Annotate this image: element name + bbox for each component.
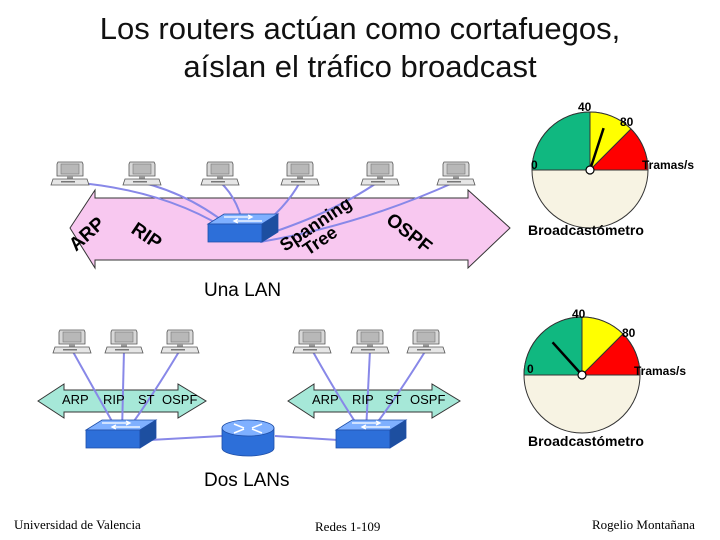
pc-top-2[interactable] bbox=[122, 161, 162, 186]
gauge-bottom-needle bbox=[551, 341, 583, 376]
page-title-line1: Los routers actúan como cortafuegos, bbox=[99, 11, 621, 46]
gauge-bottom-name: Broadcastómetro bbox=[528, 433, 644, 449]
bar-right-st: ST bbox=[385, 392, 402, 407]
gauge-top-label-40: 40 bbox=[578, 100, 592, 114]
gauge-top-label-80: 80 bbox=[620, 115, 634, 129]
pc-top-1[interactable] bbox=[50, 161, 90, 186]
pc-bottom-2[interactable] bbox=[104, 329, 144, 354]
pc-bottom-3[interactable] bbox=[160, 329, 200, 354]
footer-left: Universidad de Valencia bbox=[14, 517, 141, 532]
gauge-bottom-label-0: 0 bbox=[527, 362, 534, 376]
bar-right-ospf: OSPF bbox=[410, 392, 446, 407]
caption-dos-lans: Dos LANs bbox=[204, 470, 290, 491]
gauge-bottom-label-40: 40 bbox=[572, 307, 586, 321]
gauge-top-name: Broadcastómetro bbox=[528, 222, 644, 238]
bar-left-arp: ARP bbox=[62, 392, 89, 407]
pc-top-3[interactable] bbox=[200, 161, 240, 186]
page-title-line2: aíslan el tráfico broadcast bbox=[183, 49, 537, 84]
bar-left-st: ST bbox=[138, 392, 155, 407]
router[interactable] bbox=[221, 419, 275, 457]
caption-una-lan: Una LAN bbox=[204, 280, 282, 301]
pc-bottom-1[interactable] bbox=[52, 329, 92, 354]
bar-left-ospf: OSPF bbox=[162, 392, 198, 407]
bar-right-rip: RIP bbox=[352, 392, 374, 407]
bar-right-arp: ARP bbox=[312, 392, 339, 407]
gauge-top bbox=[531, 111, 649, 229]
switch-bottom-left[interactable] bbox=[85, 419, 157, 449]
gauge-top-label-0: 0 bbox=[531, 158, 538, 172]
pc-bottom-5[interactable] bbox=[350, 329, 390, 354]
gauge-bottom-label-80: 80 bbox=[622, 326, 636, 340]
switch-top[interactable] bbox=[207, 213, 279, 243]
pc-bottom-6[interactable] bbox=[406, 329, 446, 354]
lan-bar-right bbox=[287, 383, 461, 419]
footer-center: Redes 1-109 bbox=[315, 519, 381, 534]
switch-bottom-right[interactable] bbox=[335, 419, 407, 449]
gauge-bottom bbox=[523, 316, 641, 434]
bar-left-rip: RIP bbox=[103, 392, 125, 407]
pc-top-5[interactable] bbox=[360, 161, 400, 186]
lan-band-top bbox=[69, 188, 511, 270]
pc-bottom-4[interactable] bbox=[292, 329, 332, 354]
pc-top-6[interactable] bbox=[436, 161, 476, 186]
gauge-top-unit: Tramas/s bbox=[642, 158, 695, 172]
gauge-top-needle bbox=[588, 127, 605, 171]
footer-right: Rogelio Montañana bbox=[592, 517, 695, 532]
pc-top-4[interactable] bbox=[280, 161, 320, 186]
gauge-bottom-unit: Tramas/s bbox=[634, 364, 687, 378]
